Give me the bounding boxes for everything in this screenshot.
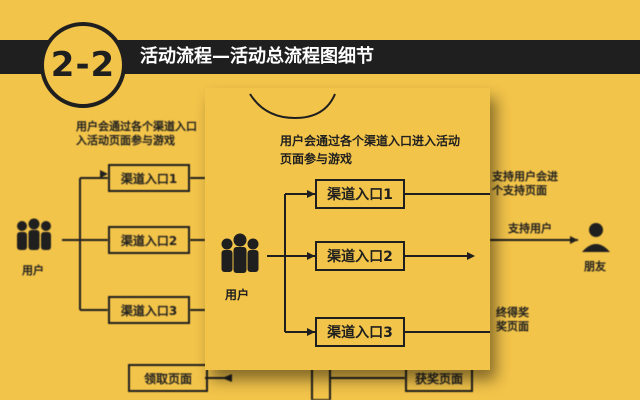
bg-prize-note-line1: 终得奖: [496, 306, 529, 319]
intro-text: 用户会通过各个渠道入口进入活动页面参与游戏: [280, 134, 461, 166]
bg-right-note-line2: 个支持页面: [492, 184, 547, 197]
zoom-panel: 用户会通过各个渠道入口进入活动页面参与游戏 用户 渠道入口1 渠道入口2 渠道入…: [205, 88, 490, 370]
friend-label: 朋友: [584, 260, 606, 273]
channel-entry-1: 渠道入口1: [315, 179, 405, 209]
bg-channel-3: 渠道入口3: [108, 296, 190, 324]
bg-right-note-line1: 支持用户会进: [492, 170, 558, 183]
bg-intro-line1: 用户会通过各个渠道入口: [76, 120, 197, 133]
channel-entry-3: 渠道入口3: [315, 317, 405, 347]
bg-user-label: 用户: [22, 264, 44, 277]
user-label: 用户: [225, 288, 250, 302]
bg-prize-note-line2: 奖页面: [496, 320, 529, 333]
bg-intro-line2: 入活动页面参与游戏: [76, 134, 175, 147]
section-badge: 2-2: [40, 22, 126, 108]
panel-connectors: [249, 93, 490, 336]
slide-title: 活动流程—活动总流程图细节: [140, 46, 374, 67]
user-icon: [221, 233, 259, 273]
bg-channel-1: 渠道入口1: [108, 164, 190, 192]
bg-support-label: 支持用户: [508, 222, 552, 235]
channel-entry-2: 渠道入口2: [315, 241, 405, 271]
bg-channel-2: 渠道入口2: [108, 226, 190, 254]
bg-claim-page-box: 领取页面: [128, 364, 208, 392]
